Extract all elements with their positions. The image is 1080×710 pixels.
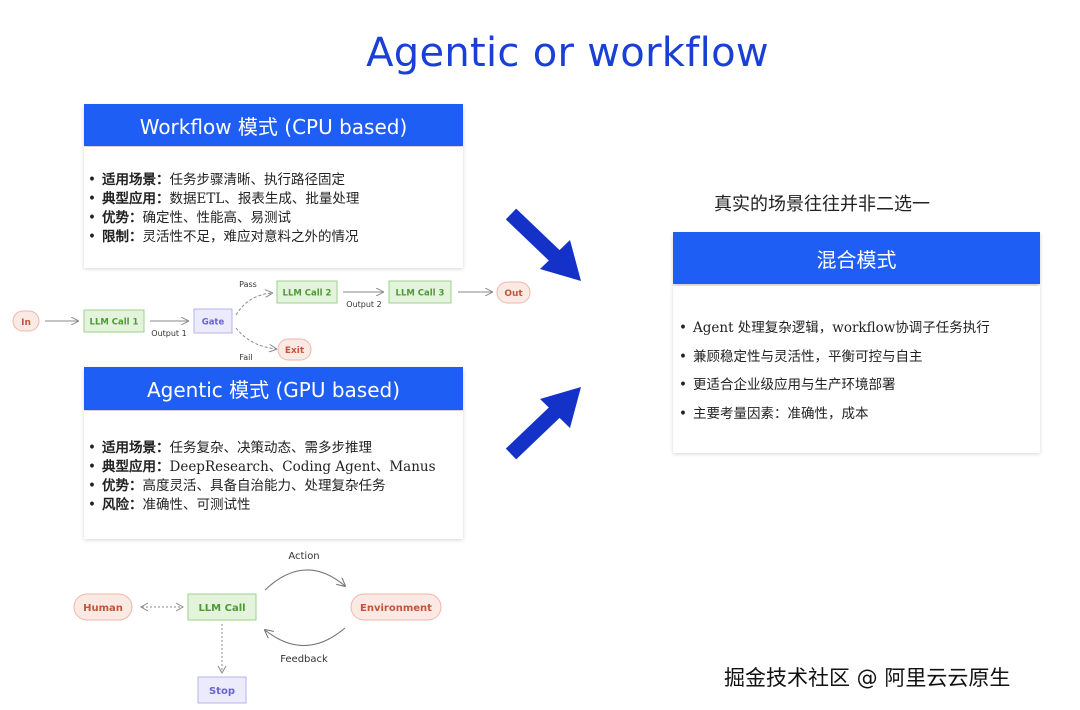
in-node: In (12, 310, 40, 332)
hybrid-panel: •Agent 处理复杂逻辑，workflow协调子任务执行 •兼顾稳定性与灵活性… (673, 286, 1040, 453)
edge-gate-pass (235, 293, 272, 316)
llm-call-3-node: LLM Call 3 (388, 280, 452, 304)
workflow-bullet-advantage: •优势：确定性、性能高、易测试 (88, 210, 291, 226)
agentic-panel: •适用场景：任务复杂、决策动态、需多步推理 •典型应用：DeepResearch… (84, 411, 463, 539)
edge-action (264, 569, 345, 591)
feedback-label: Feedback (280, 654, 328, 665)
agentic-bullet-list: •适用场景：任务复杂、决策动态、需多步推理 •典型应用：DeepResearch… (88, 439, 436, 515)
svg-text:Exit: Exit (285, 346, 305, 356)
svg-text:In: In (21, 318, 31, 328)
page-title: Agentic or workflow (366, 30, 769, 76)
fail-label: Fail (239, 353, 252, 362)
pass-label: Pass (239, 280, 257, 289)
agentic-bullet-advantage: •优势：高度灵活、具备自治能力、处理复杂任务 (88, 478, 386, 494)
hybrid-bullet-1: •Agent 处理复杂逻辑，workflow协调子任务执行 (679, 320, 990, 336)
svg-text:LLM Call 1: LLM Call 1 (90, 318, 139, 328)
agentic-bullet-scenario: •适用场景：任务复杂、决策动态、需多步推理 (88, 440, 372, 456)
out-node: Out (496, 281, 531, 304)
workflow-bullet-list: •适用场景：任务步骤清晰、执行路径固定 •典型应用：数据ETL、报表生成、批量处… (88, 171, 359, 247)
edge-gate-fail (235, 327, 276, 349)
workflow-bullet-limitation: •限制：灵活性不足，难应对意料之外的情况 (88, 229, 359, 245)
svg-text:Environment: Environment (360, 603, 432, 614)
output1-label: Output 1 (151, 329, 186, 338)
human-node: Human (73, 593, 133, 621)
workflow-panel: •适用场景：任务步骤清晰、执行路径固定 •典型应用：数据ETL、报表生成、批量处… (84, 147, 463, 268)
stop-node: Stop (197, 676, 247, 704)
workflow-bullet-scenario: •适用场景：任务步骤清晰、执行路径固定 (88, 172, 345, 188)
environment-node: Environment (350, 593, 442, 621)
svg-text:Out: Out (504, 289, 523, 299)
workflow-header: Workflow 模式 (CPU based) (84, 104, 463, 146)
agentic-bullet-risk: •风险：准确性、可测试性 (88, 497, 251, 513)
arrow-down-right-icon (505, 208, 581, 281)
svg-text:LLM Call 2: LLM Call 2 (283, 289, 332, 299)
hybrid-header: 混合模式 (673, 232, 1040, 284)
hybrid-bullet-4: •主要考量因素：准确性，成本 (679, 405, 869, 422)
svg-text:Gate: Gate (202, 318, 225, 328)
svg-text:Human: Human (83, 603, 123, 614)
llm-call-2-node: LLM Call 2 (276, 280, 338, 304)
workflow-bullet-application: •典型应用：数据ETL、报表生成、批量处理 (88, 191, 360, 207)
llm-call-node: LLM Call (187, 593, 257, 621)
hybrid-bullet-2: •兼顾稳定性与灵活性，平衡可控与自主 (679, 348, 923, 365)
convergence-arrows (505, 208, 581, 460)
svg-text:LLM Call 3: LLM Call 3 (396, 289, 445, 299)
svg-text:Stop: Stop (209, 686, 235, 697)
watermark: 掘金技术社区 @ 阿里云云原生 (724, 666, 1011, 690)
arrow-up-right-icon (505, 387, 581, 460)
action-label: Action (288, 551, 319, 562)
output2-label: Output 2 (346, 300, 381, 309)
edge-feedback (265, 627, 346, 647)
svg-text:LLM Call: LLM Call (198, 603, 245, 614)
llm-call-1-node: LLM Call 1 (83, 309, 145, 333)
workflow-diagram: In LLM Call 1 Output 1 Gate Pass Fail LL… (12, 280, 531, 362)
hybrid-bullet-3: •更适合企业级应用与生产环境部署 (679, 377, 896, 393)
gate-node: Gate (193, 308, 233, 334)
exit-node: Exit (277, 338, 312, 361)
hybrid-bullet-list: •Agent 处理复杂逻辑，workflow协调子任务执行 •兼顾稳定性与灵活性… (679, 314, 990, 428)
agentic-bullet-application: •典型应用：DeepResearch、Coding Agent、Manus (88, 459, 436, 475)
agentic-diagram: Human LLM Call Action Feedback Environme… (73, 551, 442, 704)
hybrid-subtitle: 真实的场景往往并非二选一 (714, 194, 930, 215)
agentic-header: Agentic 模式 (GPU based) (84, 367, 463, 410)
